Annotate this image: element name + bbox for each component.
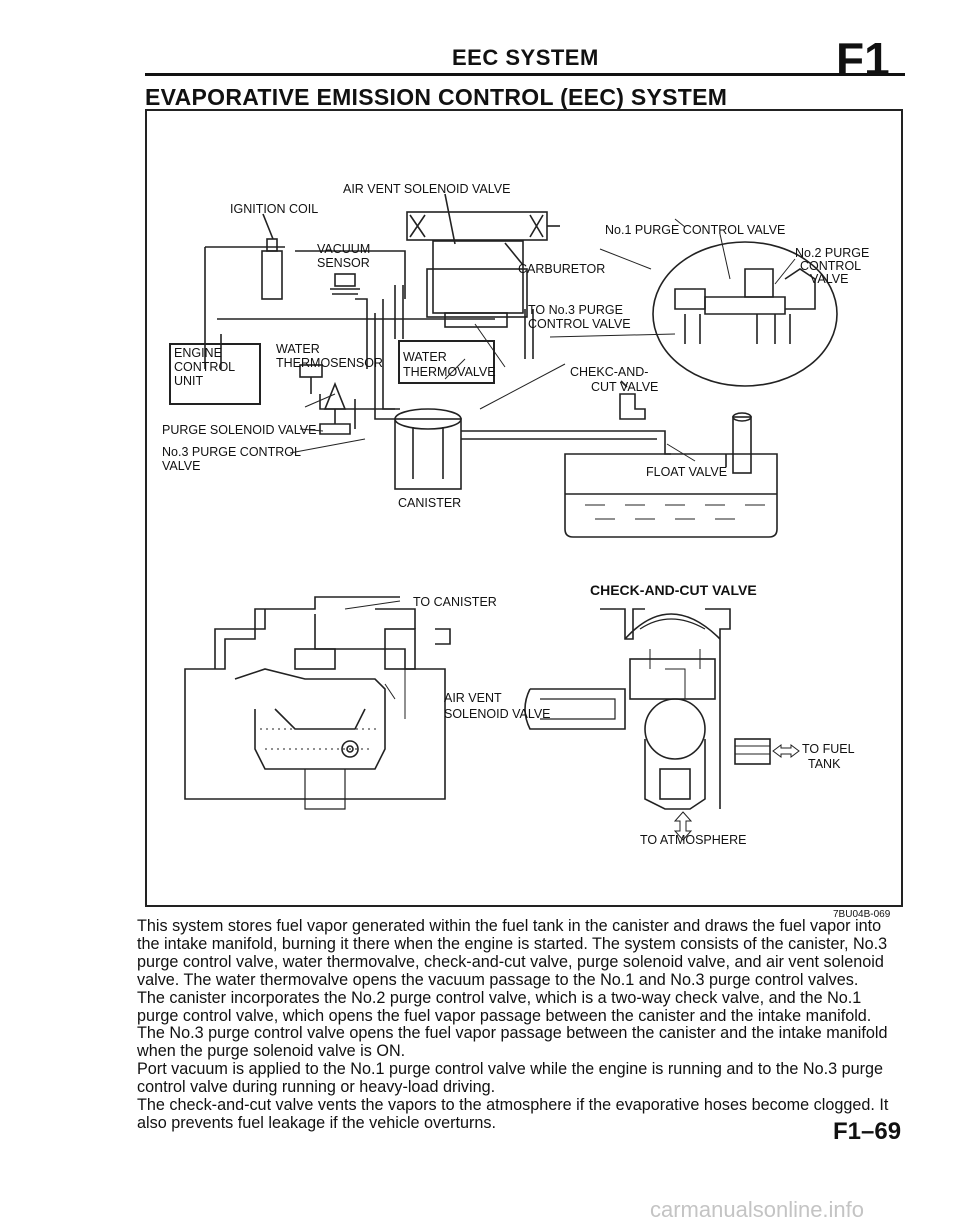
label-to-fuel-2: TANK	[808, 757, 841, 771]
eec-system-diagram	[169, 193, 838, 841]
label-check-and-cut-title: CHECK-AND-CUT VALVE	[590, 582, 757, 598]
figure-frame	[145, 109, 903, 907]
label-chekc-and-cut-1: CHEKC-AND-	[570, 365, 649, 379]
label-engine-control-unit-1: ENGINE	[174, 346, 222, 360]
label-float-valve: FLOAT VALVE	[646, 465, 728, 479]
label-air-vent-1: AIR VENT	[444, 691, 502, 705]
header-rule	[145, 73, 905, 76]
figure-code: 7BU04B-069	[833, 909, 891, 920]
label-water-thermovalve-1: WATER	[403, 350, 447, 364]
fuel-tank-drawing	[564, 412, 778, 538]
label-water-thermosensor-1: WATER	[276, 342, 320, 356]
paragraph: The No.3 purge control valve opens the f…	[137, 1024, 888, 1061]
label-air-vent-solenoid-valve: AIR VENT SOLENOID VALVE	[343, 182, 511, 196]
watermark: carmanualsonline.info	[650, 1197, 865, 1222]
label-vacuum-sensor-1: VACUUM	[317, 242, 371, 256]
leader-lines	[289, 218, 796, 462]
section-title: EVAPORATIVE EMISSION CONTROL (EEC) SYSTE…	[145, 84, 728, 110]
carburetor-drawing	[426, 240, 528, 328]
label-carburetor: CARBURETOR	[518, 262, 606, 276]
label-no2-purge-1: No.2 PURGE	[795, 246, 870, 260]
label-water-thermosensor-2: THERMOSENSOR	[276, 356, 383, 370]
label-to-canister: TO CANISTER	[413, 595, 497, 609]
paragraph: This system stores fuel vapor generated …	[137, 917, 888, 989]
label-no3-purge-1: No.3 PURGE CONTROL	[162, 445, 301, 459]
label-engine-control-unit-2: CONTROL	[174, 360, 236, 374]
ignition-coil-drawing	[261, 213, 283, 300]
carburetor-section-drawing	[184, 596, 451, 810]
label-no2-purge-2: CONTROL	[800, 259, 862, 273]
paragraph: Port vacuum is applied to the No.1 purge…	[137, 1060, 883, 1097]
body-text: This system stores fuel vapor generated …	[137, 917, 897, 1133]
label-engine-control-unit-3: UNIT	[174, 374, 204, 388]
label-purge-solenoid-valve: PURGE SOLENOID VALVE	[162, 423, 317, 437]
vacuum-hoses	[319, 285, 534, 429]
purge-solenoid-valve-drawing	[319, 381, 351, 435]
label-to-no3-1: TO No.3 PURGE	[528, 303, 623, 317]
page-number: F1–69	[833, 1118, 902, 1145]
label-no2-purge-3: VALVE	[810, 272, 849, 286]
engine-control-unit-box	[169, 343, 261, 405]
label-to-fuel-1: TO FUEL	[802, 742, 855, 756]
water-thermosensor-drawing	[299, 364, 323, 394]
vacuum-sensor-drawing	[330, 273, 360, 295]
label-air-vent-2: SOLENOID VALVE	[444, 707, 551, 721]
label-no3-purge-2: VALVE	[162, 459, 201, 473]
paragraph: The check-and-cut valve vents the vapors…	[137, 1096, 889, 1132]
label-to-no3-2: CONTROL VALVE	[528, 317, 631, 331]
label-vacuum-sensor-2: SENSOR	[317, 256, 370, 270]
paragraph: The canister incorporates the No.2 purge…	[137, 988, 872, 1025]
label-water-thermovalve-2: THERMOVALVE	[403, 365, 496, 379]
check-and-cut-section-drawing	[524, 608, 800, 841]
header-section-code: F1	[836, 33, 890, 85]
air-vent-solenoid-valve-drawing	[406, 193, 560, 245]
canister-drawing	[394, 408, 671, 490]
header-title: EEC SYSTEM	[452, 45, 599, 70]
label-to-atmosphere: TO ATMOSPHERE	[640, 833, 747, 847]
label-canister: CANISTER	[398, 496, 462, 510]
label-chekc-and-cut-2: CUT VALVE	[591, 380, 659, 394]
wiring	[204, 246, 495, 369]
check-and-cut-valve-small	[619, 380, 646, 420]
water-thermovalve-box	[398, 340, 495, 384]
purge-valve-detail	[652, 241, 838, 387]
label-no1-purge-control-valve: No.1 PURGE CONTROL VALVE	[605, 223, 786, 237]
label-ignition-coil: IGNITION COIL	[230, 202, 319, 216]
